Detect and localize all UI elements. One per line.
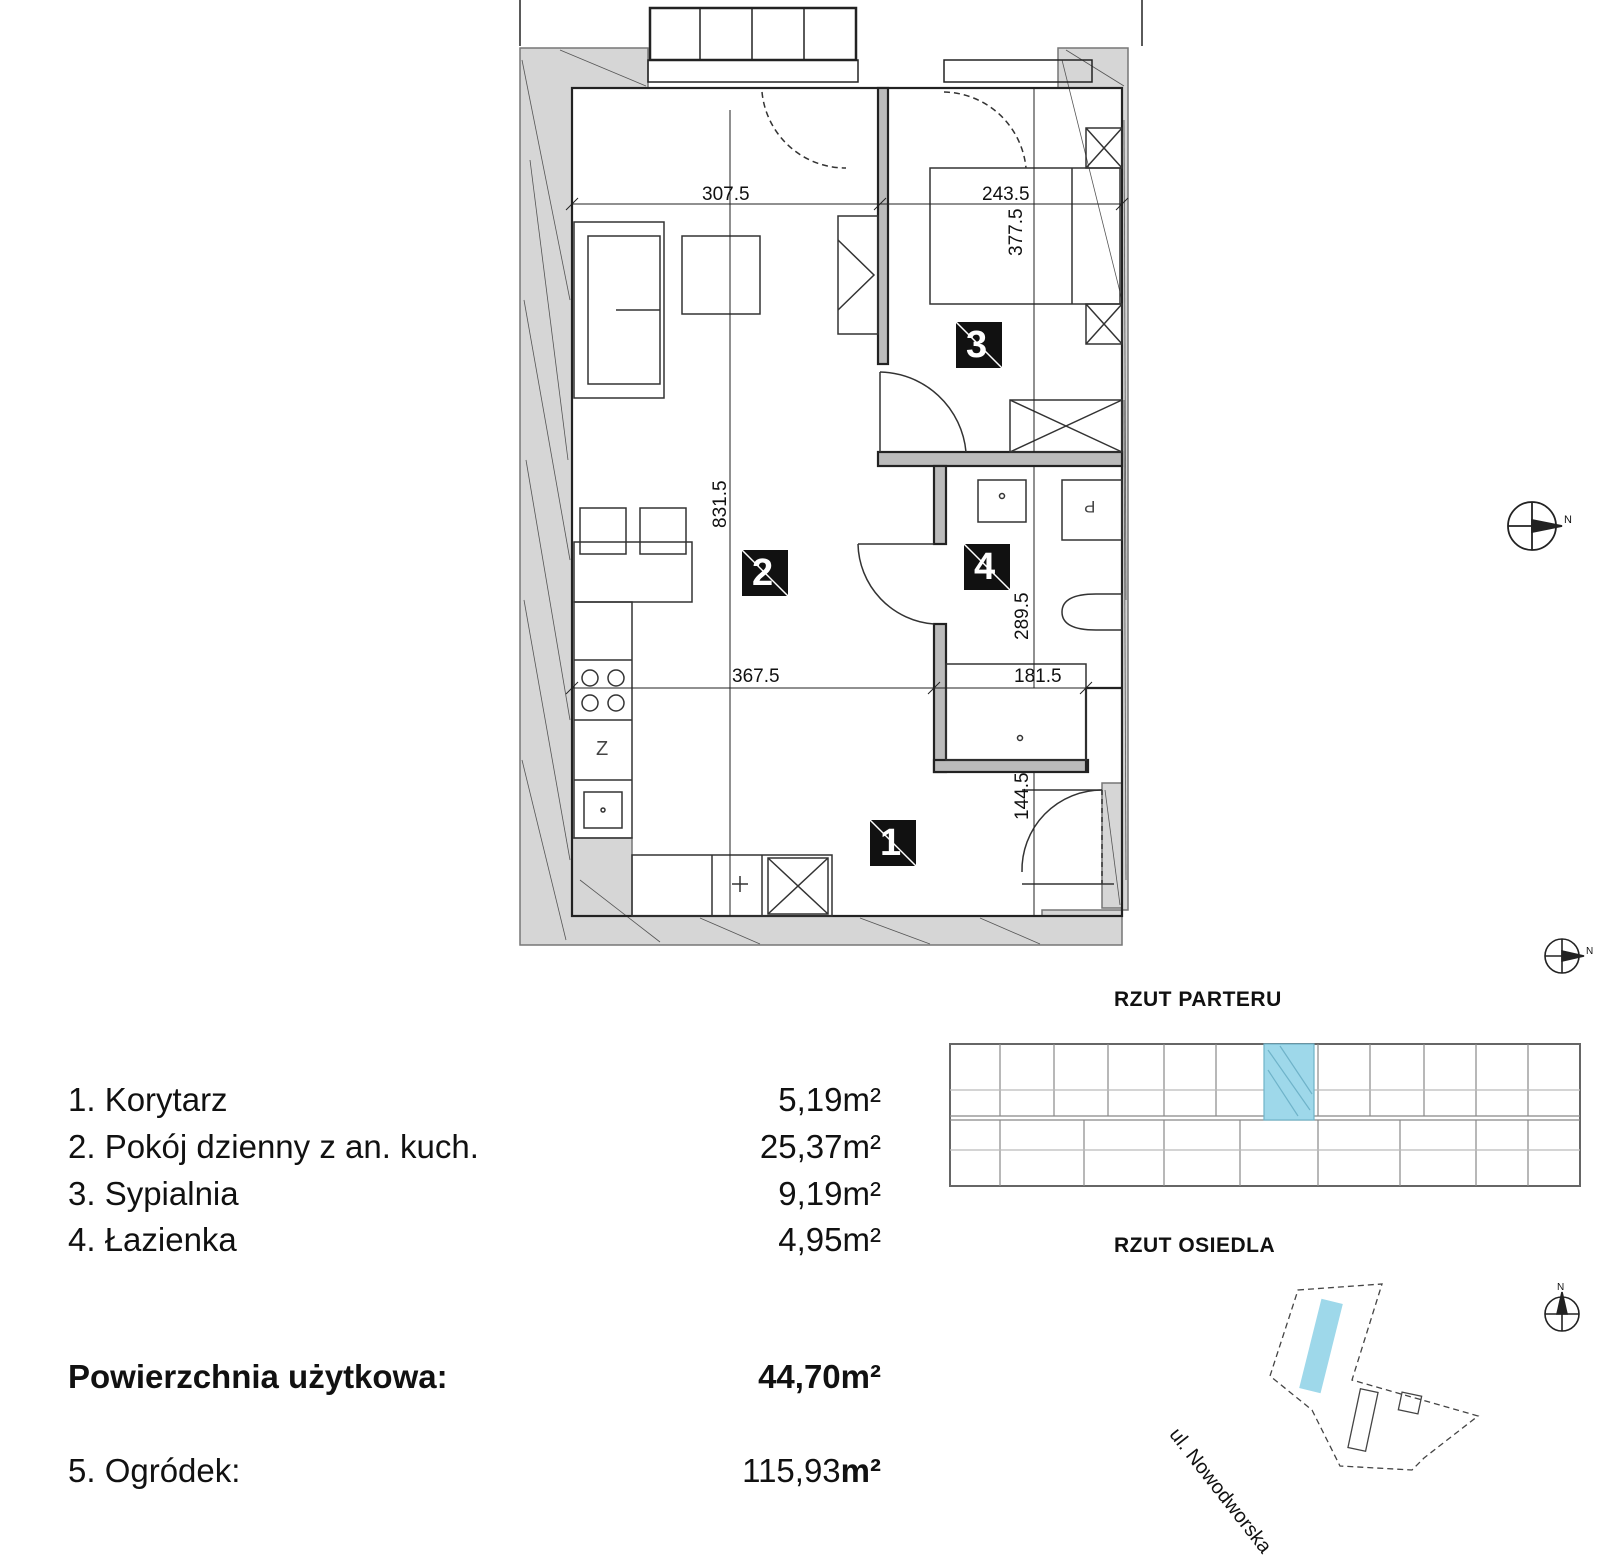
room-area: 25,37m² xyxy=(759,1128,881,1165)
exterior-walls xyxy=(519,47,1129,946)
toilet-tank-label: P xyxy=(1084,497,1096,516)
sofa xyxy=(573,221,665,399)
compass-north-label: N xyxy=(1557,1282,1565,1293)
room-label: 1. Korytarz xyxy=(68,1081,228,1118)
door-swings xyxy=(761,91,1114,885)
top-frame xyxy=(519,0,1143,83)
ground-floor-title: RZUT PARTERU xyxy=(1114,988,1282,1011)
room-markers xyxy=(741,321,1011,867)
total-area-value: 44,70m² xyxy=(758,1358,881,1395)
wardrobe xyxy=(837,215,879,335)
washbasin xyxy=(977,479,1027,523)
furniture xyxy=(573,127,1123,917)
compass-icon xyxy=(1544,938,1585,974)
floor-plan xyxy=(519,0,1585,1471)
room-area: 4,95m² xyxy=(778,1221,881,1258)
garden-label: 5. Ogródek: xyxy=(68,1452,241,1489)
room-marker-3: 3 xyxy=(966,324,988,366)
dimension-label: 831.5 xyxy=(710,480,731,528)
chair xyxy=(639,507,687,555)
room-area: 5,19m² xyxy=(778,1081,881,1118)
estate-highlight xyxy=(1299,1298,1343,1394)
estate-title: RZUT OSIEDLA xyxy=(1114,1234,1276,1257)
interior-walls xyxy=(570,86,1124,918)
room-label: 3. Sypialnia xyxy=(68,1175,239,1212)
washing-machine xyxy=(1061,479,1123,541)
room-marker-1: 1 xyxy=(880,822,902,864)
toilet xyxy=(1061,593,1123,631)
hall-cabinet xyxy=(631,854,833,917)
dimension-lines xyxy=(565,88,1129,916)
dimension-label: 289.5 xyxy=(1012,592,1033,640)
room-marker-4: 4 xyxy=(974,546,996,588)
dimension-label: 181.5 xyxy=(1014,666,1062,687)
compass-north-label: N xyxy=(1564,514,1572,526)
garden-area: 115,93m² xyxy=(742,1452,881,1489)
dimension-label: 144.5 xyxy=(1012,772,1033,820)
compass-icon xyxy=(1507,501,1563,551)
ground-floor-plan xyxy=(949,1043,1581,1187)
total-area-label: Powierzchnia użytkowa: xyxy=(68,1358,448,1395)
compass-icon xyxy=(1544,1291,1580,1332)
room-label: 2. Pokój dzienny z an. kuch. xyxy=(68,1128,479,1165)
dining-table xyxy=(573,541,693,603)
room-label: 4. Łazienka xyxy=(68,1221,237,1258)
dimension-label: 307.5 xyxy=(702,184,750,205)
bathtub xyxy=(945,663,1087,761)
fridge-label: Z xyxy=(596,738,609,760)
armchair xyxy=(681,235,761,315)
estate-map xyxy=(1269,1283,1480,1471)
dimension-label: 243.5 xyxy=(982,184,1030,205)
compass-north-label: N xyxy=(1586,946,1594,957)
bed xyxy=(929,167,1121,305)
chair xyxy=(579,507,627,555)
room-marker-2: 2 xyxy=(752,552,774,594)
dimension-label: 367.5 xyxy=(732,666,780,687)
room-area: 9,19m² xyxy=(778,1175,881,1212)
wall-hatching xyxy=(521,49,1127,945)
bedroom-wardrobe xyxy=(1009,399,1123,453)
dimension-label: 377.5 xyxy=(1006,208,1027,256)
